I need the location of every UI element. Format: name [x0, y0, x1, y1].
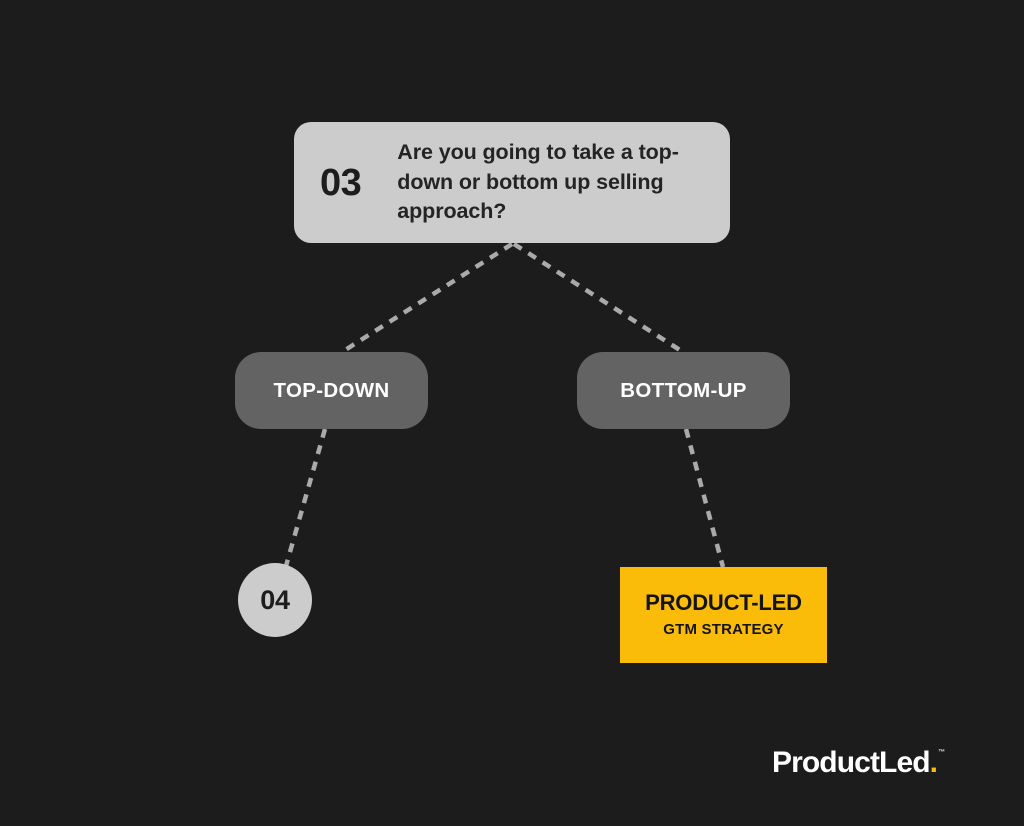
- question-card[interactable]: 03 Are you going to take a top-down or b…: [294, 122, 730, 243]
- branch-bottom-up[interactable]: BOTTOM-UP: [577, 352, 790, 429]
- brand-dot-icon: .: [929, 746, 938, 779]
- branch-bottom-up-label: BOTTOM-UP: [620, 378, 747, 402]
- product-led-gtm-box[interactable]: PRODUCT-LED GTM STRATEGY: [620, 567, 827, 663]
- product-led-gtm-title: PRODUCT-LED: [645, 590, 802, 616]
- step-04-node[interactable]: 04: [238, 563, 312, 637]
- connector-card-to-top-down: [340, 242, 514, 354]
- step-04-label: 04: [260, 584, 290, 615]
- connector-top-down-to-step-04: [283, 428, 328, 567]
- connector-card-to-bottom-up: [512, 242, 685, 354]
- trademark-icon: ™: [938, 749, 946, 756]
- product-led-gtm-subtitle: GTM STRATEGY: [663, 621, 784, 639]
- branch-top-down[interactable]: TOP-DOWN: [235, 352, 428, 429]
- question-text: Are you going to take a top-down or bott…: [397, 140, 679, 224]
- brand-logo: ProductLed . ™: [772, 748, 945, 778]
- connector-bottom-up-to-product-led: [683, 428, 726, 568]
- question-number: 03: [320, 161, 362, 204]
- brand-wordmark: ProductLed: [772, 746, 931, 779]
- branch-top-down-label: TOP-DOWN: [273, 378, 390, 402]
